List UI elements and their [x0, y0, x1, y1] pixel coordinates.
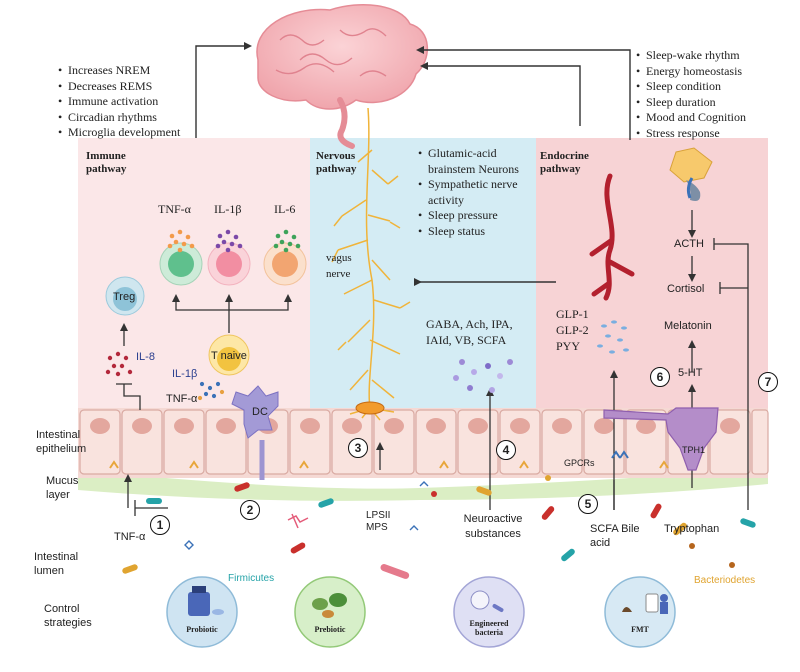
pyy-label: PYY — [556, 339, 581, 353]
step-2-marker: 2 — [240, 500, 260, 520]
tph1-label: TPH1 — [682, 445, 706, 455]
glp2-label: GLP-2 — [556, 323, 589, 337]
step-5-marker: 5 — [578, 494, 598, 514]
enteroendocrine-cell — [603, 407, 719, 471]
nervous-effects-list: Glutamic-acid brainstem Neurons Sympathe… — [418, 146, 530, 239]
glp1-label: GLP-1 — [556, 307, 589, 321]
nervous-effect-item: Sympathetic nerve activity — [418, 177, 530, 208]
acth-label: ACTH — [674, 238, 704, 250]
treg-label: Treg — [113, 291, 136, 303]
step-1-marker: 1 — [150, 515, 170, 535]
gut-bacteria — [122, 475, 756, 579]
il8-label: IL-8 — [136, 351, 155, 363]
step-4-marker: 4 — [496, 440, 516, 460]
immune-cells — [105, 242, 307, 480]
metabolites-label: GABA, Ach, IPA, IAId, VB, SCFA — [426, 317, 513, 347]
endocrine-effects-list: Sleep-wake rhythm Energy homeostasis Sle… — [636, 48, 746, 141]
tnfa-lumen-label: TNF-α — [114, 531, 146, 543]
fmt-strategy: FMT — [609, 581, 671, 643]
step-6-marker: 6 — [650, 367, 670, 387]
hormone-dots — [597, 320, 629, 354]
nervous-effect-item: Sleep status — [418, 224, 530, 240]
prebiotic-label: Prebiotic — [314, 625, 346, 634]
cytokine-dots — [105, 229, 301, 401]
control-strategies-label: Control strategies — [44, 603, 92, 629]
dc-label: DC — [252, 406, 268, 418]
step-3-marker: 3 — [348, 438, 368, 458]
melatonin-label: Melatonin — [664, 320, 712, 332]
blood-vessel — [589, 173, 635, 301]
vagus-nerve-label: vagus nerve — [326, 252, 352, 280]
brain-effect-item: Immune activation — [58, 94, 180, 110]
brain-effect-item: Increases NREM — [58, 63, 180, 79]
epithelium-label: Intestinal epithelium — [36, 429, 87, 455]
brain-effect-item: Microglia development — [58, 125, 180, 141]
prebiotic-strategy: Prebiotic — [299, 581, 361, 643]
neuroactive-dots — [453, 359, 513, 393]
brain-effects-list: Increases NREM Decreases REMS Immune act… — [58, 63, 180, 141]
brain-effect-item: Circadian rhythms — [58, 110, 180, 126]
firmicutes-label: Firmicutes — [228, 573, 275, 584]
tnfa-secreted-label: TNF-α — [166, 393, 198, 405]
cytokine-label-tnfa: TNF-α — [158, 202, 191, 216]
control-strategy-circles — [166, 576, 676, 648]
cortisol-label: Cortisol — [667, 283, 705, 295]
mucus-layer-label: Mucus layer — [46, 475, 79, 501]
probiotic-strategy: Probiotic — [171, 581, 233, 643]
neuron-body — [355, 401, 385, 415]
bacteriodetes-label: Bacteriodetes — [694, 575, 756, 586]
endocrine-effect-item: Sleep duration — [636, 95, 746, 111]
pituitary-gland — [669, 147, 713, 201]
nervous-pathway-title: Nervous pathway — [316, 150, 357, 175]
immune-pathway-title: Immune pathway — [86, 150, 127, 175]
lps-label: LPSII MPS — [366, 510, 391, 533]
tryptophan-label: Tryptophan — [664, 523, 720, 535]
endocrine-pathway-title: Endocrine pathway — [540, 150, 589, 175]
epithelium-cells — [78, 408, 769, 478]
fmt-label: FMT — [631, 625, 649, 634]
endocrine-effect-item: Energy homeostasis — [636, 64, 746, 80]
endocrine-pathway-panel — [536, 138, 768, 414]
5ht-label: 5-HT — [678, 367, 703, 379]
brain-effect-item: Decreases REMS — [58, 79, 180, 95]
neuroactive-label: Neuroactive substances — [463, 513, 523, 540]
scfa-bile-acid-label: SCFA Bile acid — [590, 523, 640, 549]
endocrine-effect-item: Mood and Cognition — [636, 110, 746, 126]
probiotic-label: Probiotic — [186, 625, 218, 634]
il1b-secreted-label: IL-1β — [172, 368, 198, 380]
t-naive-label: T naive — [211, 350, 247, 362]
endocrine-effect-item: Sleep-wake rhythm — [636, 48, 746, 64]
step-7-marker: 7 — [758, 372, 778, 392]
nervous-effect-item: Sleep pressure — [418, 208, 530, 224]
engineered-bacteria-strategy: Engineered bacteria — [458, 581, 520, 643]
engineered-bacteria-label: Engineered bacteria — [469, 619, 509, 637]
nervous-effect-item: Glutamic-acid brainstem Neurons — [418, 146, 530, 177]
cytokine-label-il1b: IL-1β — [214, 202, 242, 216]
lumen-label: Intestinal lumen — [34, 551, 79, 577]
endocrine-effect-item: Sleep condition — [636, 79, 746, 95]
brain — [256, 4, 429, 149]
mucus-layer — [78, 468, 768, 501]
cytokine-label-il6: IL-6 — [274, 202, 296, 216]
gpcrs-label: GPCRs — [564, 458, 595, 468]
endocrine-effect-item: Stress response — [636, 126, 746, 142]
